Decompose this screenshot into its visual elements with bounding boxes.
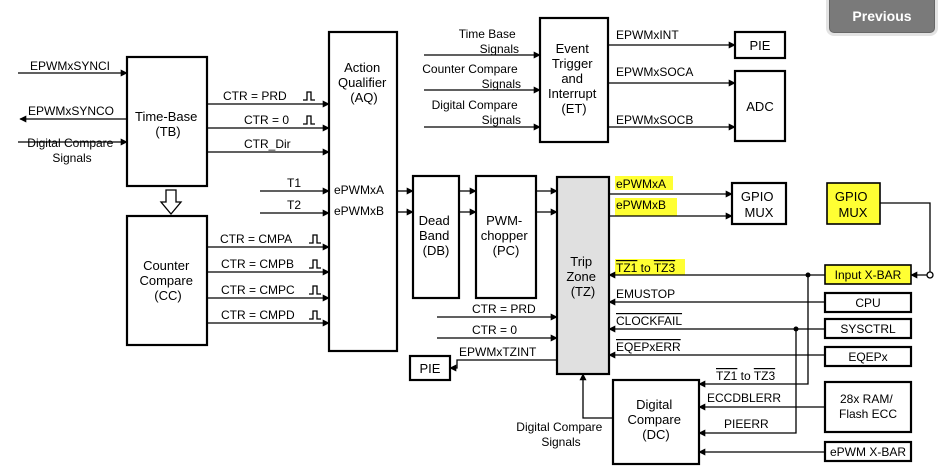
tz-ctr-prd-label: CTR = PRD [472,302,536,316]
pwm-chopper-block [474,174,538,300]
digital-compare-block [611,378,701,466]
eccdblerr-label: ECCDBLERR [707,391,781,405]
dc-signals-label: Digital Compare Signals [27,136,116,165]
adc-block [733,69,787,143]
tb-signals-label: Time Base Signals [459,27,519,56]
tzint-label: EPWMxTZINT [459,345,537,359]
time-base-block [125,55,209,188]
tb-to-cc-arrow [159,189,183,216]
ctr-cmpd-label: CTR = CMPD [221,308,295,322]
ctr-cmpa-label: CTR = CMPA [220,232,292,246]
gpio-xbar-arrow [880,202,931,279]
pulse-icon [303,115,315,125]
cc-signals-label: Counter Compare Signals [422,62,521,91]
eqepx-block [823,345,913,368]
ctr-zero-label: CTR = 0 [244,113,289,127]
digital-compare-label: Digital Compare (DC) [627,397,684,442]
gpio-mux-in-block [826,182,881,225]
junction-dot [805,272,811,278]
dead-band-block [411,174,461,300]
tz-to-dc-arrow [698,275,809,388]
clockfail-label: CLOCKFAIL [616,314,682,328]
t1-label: T1 [287,176,301,190]
ram-flash-label: 28x RAM/ Flash ECC [839,392,897,421]
pieerr-label: PIEERR [724,417,769,431]
pulse-icon [309,285,321,295]
dc-to-tz-arrow [579,373,613,419]
gpio-mux-out-label: GPIO MUX [741,189,777,220]
t2-label: T2 [287,198,301,212]
adc-label: ADC [746,99,773,114]
gpio-mux-out-block [730,181,788,226]
socb-label: EPWMxSOCB [616,113,693,127]
gpio-mux-in-label: GPIO MUX [835,189,871,220]
dc-signals-et-label: Digital Compare Signals [432,98,521,127]
pulse-icon [309,310,321,320]
ctr-cmpb-label: CTR = CMPB [221,257,294,271]
pieerr-arrow [698,329,797,437]
input-xbar-label: Input X-BAR [835,268,902,282]
dc-tz1-tz3-label: TZ1 to TZ3 [716,369,775,383]
tzint-arrow [449,359,557,372]
sync-in-label: EPWMxSYNCI [30,59,110,73]
eqepx-label: EQEPx [848,350,887,364]
junction-dot [926,271,934,279]
highlight-epwma [615,176,673,190]
counter-compare-label: Counter Compare (CC) [139,258,196,303]
trip-zone-label: Trip Zone (TZ) [566,254,599,299]
highlight-epwmb [615,198,677,216]
junction-dot [793,326,799,332]
ctr-dir-label: CTR_Dir [244,137,291,151]
pulse-icon [303,91,315,101]
pulse-icon [309,259,321,269]
previous-button[interactable]: Previous [829,0,935,33]
event-trigger-block [538,16,610,144]
epwm-int-label: EPWMxINT [616,28,679,42]
pwm-chopper-label: PWM- chopper (PC) [481,213,532,258]
dead-band-label: Dead Band (DB) [419,213,454,258]
epwma-label: ePWMxA [334,183,384,197]
epwm-xbar-label: ePWM X-BAR [830,445,906,459]
epwmb-out-label: ePWMxB [616,198,666,212]
dc-signals-bottom-label: Digital Compare Signals [516,420,605,449]
epwma-out-label: ePWMxA [616,177,666,191]
epwmb-label: ePWMxB [334,204,384,218]
event-trigger-label: Event Trigger and Interrupt (ET) [548,41,600,116]
sync-out-label: EPWMxSYNCO [28,104,114,118]
action-qualifier-label: Action Qualifier (AQ) [338,60,390,105]
tz-ctr-zero-label: CTR = 0 [472,323,517,337]
pie-top-block [733,30,787,60]
emustop-label: EMUSTOP [616,287,675,301]
highlight-tz [615,259,685,275]
eqeperr-label: EQEPxERR [616,340,681,354]
soca-label: EPWMxSOCA [616,65,693,79]
ctr-prd-label: CTR = PRD [223,89,287,103]
cpu-label: CPU [855,296,880,310]
counter-compare-block [125,214,209,347]
time-base-label: Time-Base (TB) [135,109,201,139]
ram-flash-ecc-block [823,380,913,434]
ctr-cmpc-label: CTR = CMPC [221,283,295,297]
pie-top-label: PIE [750,38,771,53]
pulse-icon [309,234,321,244]
tz1-tz3-label: TZ1 to TZ3 [616,261,675,275]
pie-bottom-label: PIE [420,361,441,376]
sysctrl-label: SYSCTRL [840,322,896,336]
